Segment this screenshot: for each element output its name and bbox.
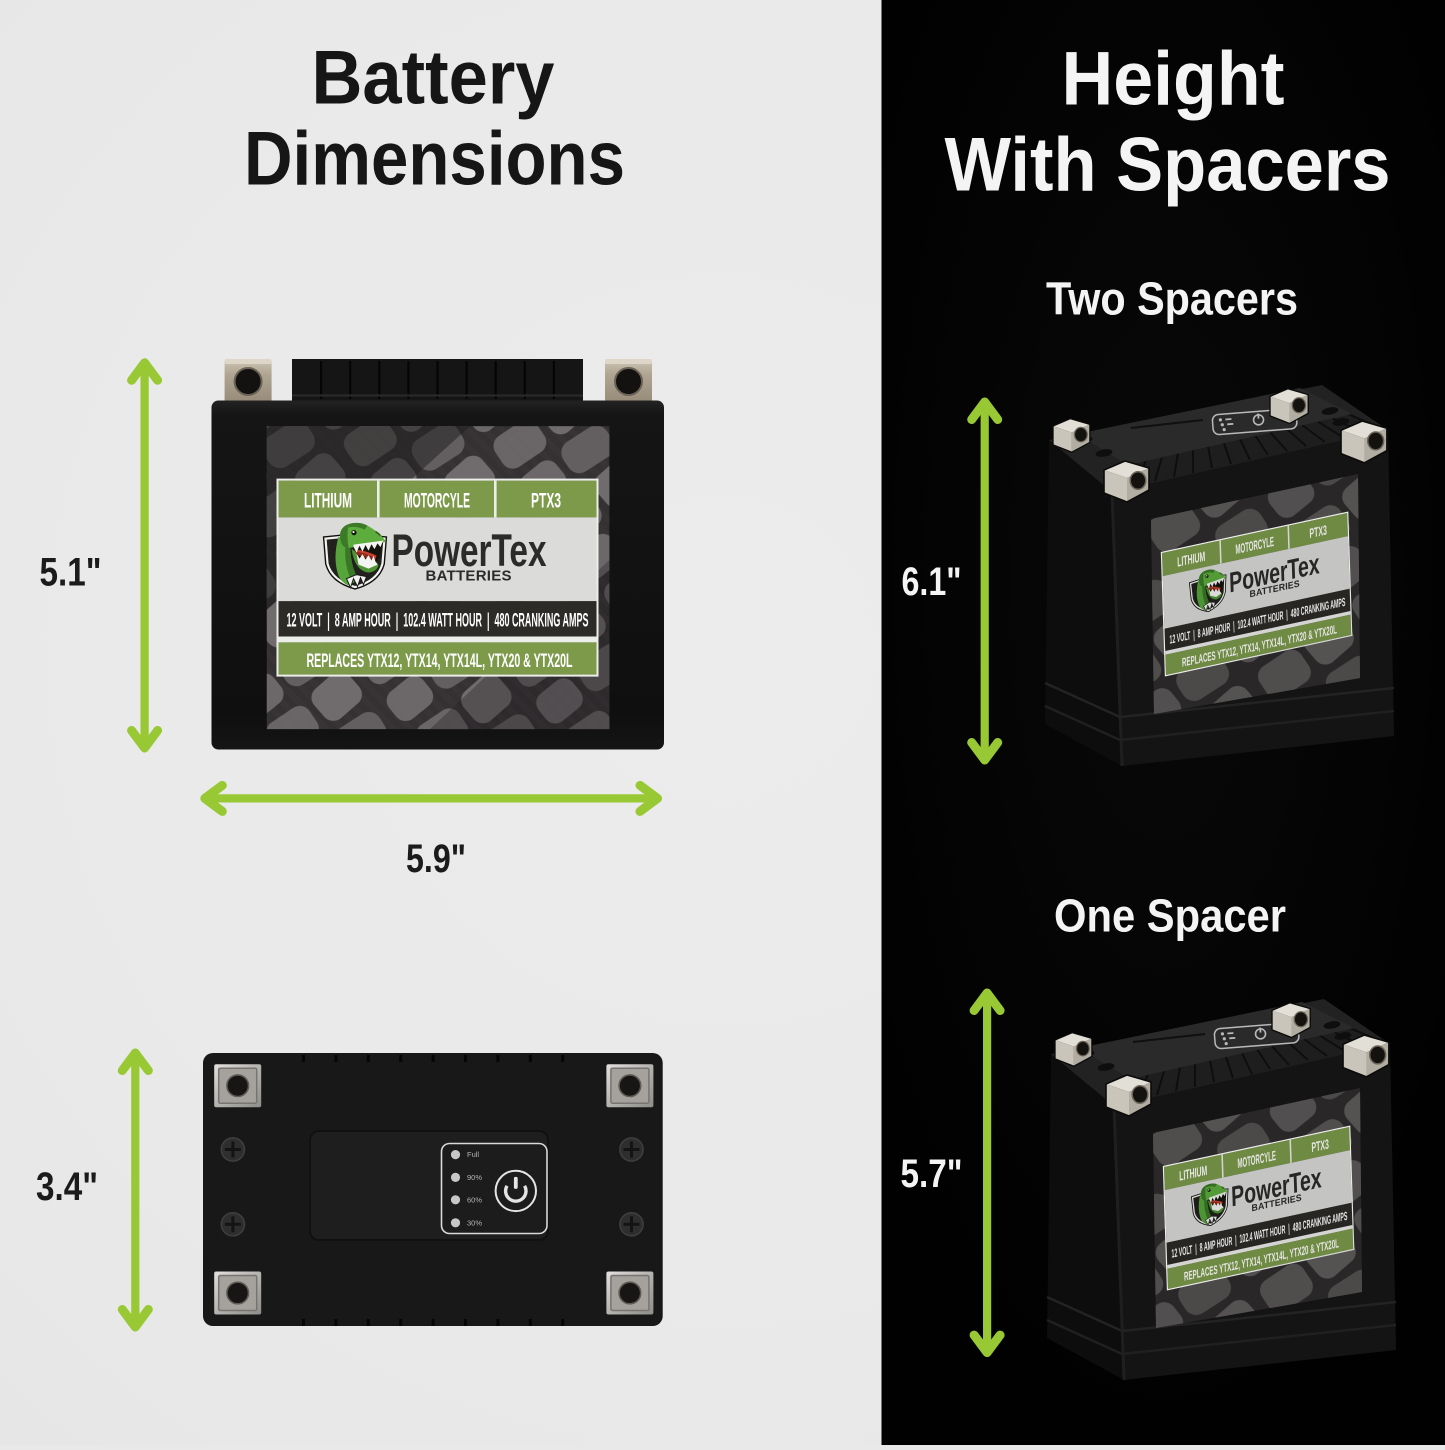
svg-text:5.7": 5.7"	[901, 1152, 963, 1196]
svg-text:5.1": 5.1"	[40, 551, 102, 595]
svg-text:60%: 60%	[467, 1195, 482, 1204]
svg-text:Full: Full	[467, 1150, 479, 1159]
svg-text:6.1": 6.1"	[902, 560, 962, 604]
svg-text:Dimensions: Dimensions	[244, 117, 625, 202]
svg-text:Battery: Battery	[312, 36, 555, 121]
svg-text:5.9": 5.9"	[406, 837, 466, 881]
svg-text:With Spacers: With Spacers	[945, 122, 1391, 207]
svg-text:Height: Height	[1062, 37, 1285, 122]
svg-text:Two Spacers: Two Spacers	[1046, 273, 1298, 325]
svg-text:30%: 30%	[467, 1218, 482, 1227]
svg-text:90%: 90%	[467, 1173, 482, 1182]
svg-text:3.4": 3.4"	[36, 1165, 98, 1209]
svg-text:One Spacer: One Spacer	[1054, 890, 1286, 942]
